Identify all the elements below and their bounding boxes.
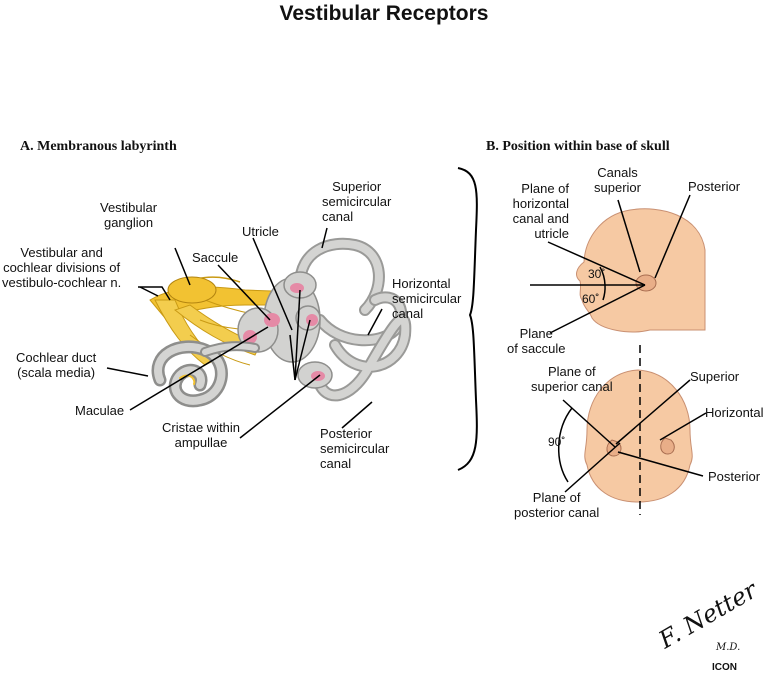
label-horizontal: Horizontal	[705, 405, 764, 420]
label-posterior-bottom: Posterior	[708, 469, 761, 484]
panel-a-heading: A. Membranous labyrinth	[20, 139, 177, 154]
brace	[457, 167, 478, 471]
panel-b-side-lines	[530, 194, 691, 334]
icon-logo: ICON	[712, 662, 737, 673]
label-cristae: Cristae within ampullae	[162, 420, 241, 450]
page-title: Vestibular Receptors	[279, 2, 489, 25]
label-horizontal-canal: Horizontal semicircular canal	[392, 276, 462, 321]
label-superior-canal: Superior semicircular canal	[322, 179, 392, 224]
panel-b-top-lines	[558, 345, 707, 515]
signature-suffix: M.D.	[716, 642, 741, 653]
label-superior: Superior	[690, 369, 740, 384]
utricle-and-saccule	[237, 271, 333, 389]
label-vestibular-ganglion: Vestibular ganglion	[100, 200, 158, 230]
panel-a-leader-lines	[106, 227, 383, 439]
label-plane-saccule: Plane of saccule	[507, 326, 566, 356]
label-cochlear-duct: Cochlear duct (scala media)	[16, 350, 97, 380]
label-vestibular-cochlear-divisions: Vestibular and cochlear divisions of ves…	[2, 245, 122, 290]
label-angle-30: 30˚	[588, 267, 606, 281]
label-canals-superior: Canals superior	[594, 165, 641, 195]
label-plane-horizontal: Plane of horizontal canal and utricle	[512, 181, 569, 241]
label-posterior-top: Posterior	[688, 179, 741, 194]
label-angle-60: 60˚	[582, 292, 600, 306]
label-plane-superior-canal: Plane of superior canal	[531, 364, 613, 394]
head-side-view	[576, 208, 706, 333]
semicircular-canals	[294, 237, 412, 402]
label-posterior-canal: Posterior semicircular canal	[320, 426, 390, 471]
vestibular-ganglion-shape	[167, 276, 217, 304]
label-maculae: Maculae	[75, 403, 125, 418]
head-top-view	[584, 369, 693, 503]
label-utricle: Utricle	[242, 224, 279, 239]
label-angle-90: 90˚	[548, 435, 566, 449]
label-saccule: Saccule	[192, 250, 239, 265]
panel-b-heading: B. Position within base of skull	[486, 139, 670, 154]
cochlear-duct-coil	[151, 340, 260, 408]
label-plane-posterior-canal: Plane of posterior canal	[514, 490, 600, 520]
